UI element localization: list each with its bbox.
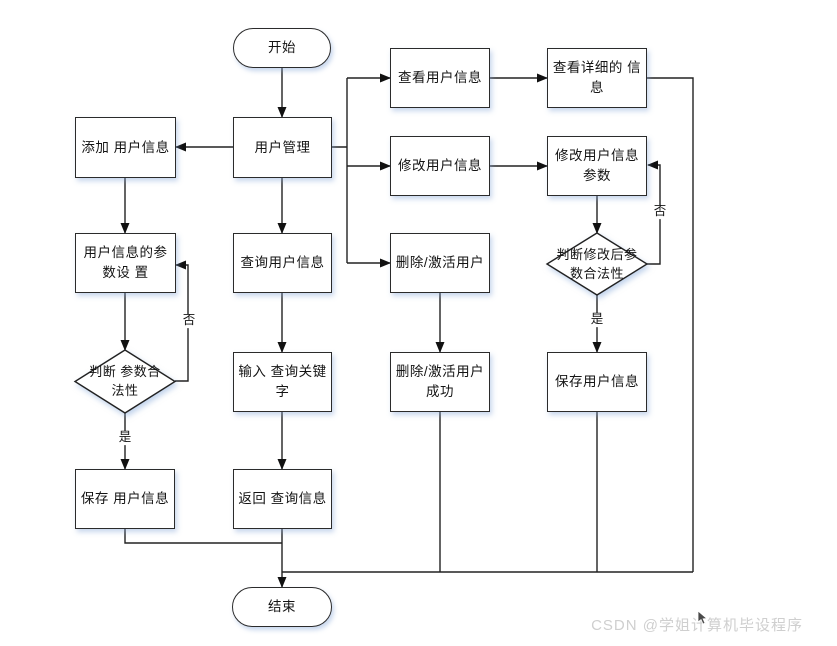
- edge-label-no-right: 否: [651, 204, 669, 219]
- node-view-detail-info: 查看详细的 信 息: [547, 48, 647, 108]
- mouse-cursor-icon: [697, 610, 708, 625]
- edge-label-yes-left: 是: [116, 430, 134, 445]
- node-query-user-info: 查询用户信息: [233, 233, 332, 293]
- node-start: 开始: [233, 28, 331, 68]
- node-input-query-keyword: 输入 查询关键 字: [233, 352, 332, 412]
- csdn-watermark: CSDN @学姐计算机毕设程序: [591, 617, 803, 634]
- node-save-user-info-right: 保存用户信息: [547, 352, 647, 412]
- decision-judge-params-shape: [73, 349, 177, 414]
- node-view-user-info: 查看用户信息: [390, 48, 490, 108]
- node-return-query-info: 返回 查询信息: [233, 469, 332, 529]
- edge-label-no-left: 否: [180, 313, 198, 328]
- node-modify-user-info: 修改用户信息: [390, 136, 490, 196]
- node-delete-activate-success: 删除/激活用户 成功: [390, 352, 490, 412]
- edge-save-left-to-main: [124, 529, 282, 544]
- decision-judge-modified-params-shape: [545, 232, 649, 296]
- decision-judge-params-label: 判断 参数合 法性: [89, 364, 161, 398]
- edge-branch-trunk: [332, 78, 348, 263]
- edge-view-detail-to-collector: [647, 77, 694, 572]
- edge-label-yes-right: 是: [588, 312, 606, 327]
- node-add-user-info: 添加 用户信息: [75, 117, 176, 178]
- node-modify-user-params: 修改用户信息 参数: [547, 136, 647, 196]
- node-delete-activate-user: 删除/激活用户: [390, 233, 490, 293]
- node-end: 结束: [232, 587, 332, 627]
- node-save-user-info-left: 保存 用户信息: [75, 469, 175, 529]
- decision-judge-modified-params-label: 判断修改后参 数合法性: [556, 247, 638, 281]
- node-user-management: 用户管理: [233, 117, 332, 178]
- node-user-param-setting: 用户信息的参 数设 置: [75, 233, 176, 293]
